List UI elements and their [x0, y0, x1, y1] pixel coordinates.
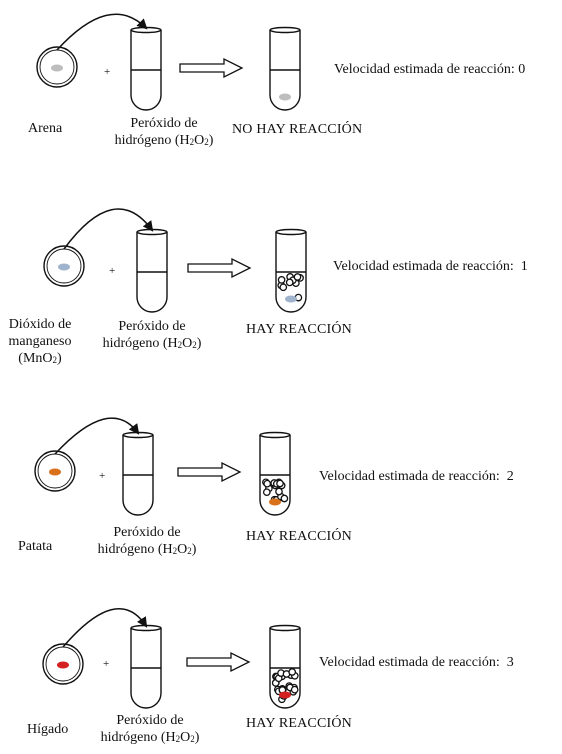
transfer-arrow [54, 417, 140, 455]
transfer-arrow [63, 208, 154, 250]
result-tube-body [269, 30, 301, 111]
bubble [285, 278, 294, 287]
plus-sign: + [99, 470, 106, 482]
result-sample-spot [269, 498, 281, 506]
reagent-label: Peróxido de hidrógeno (H2O2) [114, 116, 214, 148]
reaction-arrow [186, 651, 251, 673]
reagent-tube-rim [136, 228, 168, 236]
rate-value: 1 [520, 259, 528, 274]
plus-sign: + [104, 66, 111, 78]
rate-label: Velocidad estimada de reacción: 2 [319, 469, 514, 484]
bubble [280, 494, 289, 503]
reagent-tube-rim [122, 431, 154, 439]
bubble [275, 487, 283, 496]
bubble [262, 488, 271, 497]
bubble [277, 276, 286, 284]
result-tube-body [259, 435, 291, 516]
bubble [279, 283, 288, 292]
result-sample-spot [279, 691, 291, 699]
reagent-tube-rim [130, 624, 162, 632]
result-tube-rim [275, 228, 307, 236]
result-sample-spot [285, 295, 297, 303]
bubble [263, 479, 272, 488]
reagent-label: Peróxido de hidrógeno (H2O2) [97, 525, 197, 557]
reagent-tube-body [136, 232, 168, 313]
petri-dish-inner [46, 248, 82, 284]
bubble [293, 273, 302, 281]
transfer-arrow [62, 608, 148, 648]
reagent-tube-body [122, 435, 154, 516]
result-tube-body [275, 232, 307, 313]
substance-label: Arena [28, 121, 63, 136]
substance-label: Hígado [27, 722, 69, 737]
plus-sign: + [109, 265, 116, 277]
sample-spot [57, 661, 69, 669]
bubble [288, 668, 297, 676]
transfer-arrow [56, 13, 148, 51]
result-tube-body [269, 628, 301, 709]
result-label: HAY REACCIÓN [246, 322, 352, 337]
rate-value: 3 [506, 655, 514, 670]
reaction-arrow [179, 57, 244, 79]
sample-spot [51, 64, 63, 72]
result-sample-spot [279, 93, 291, 101]
result-tube-rim [259, 431, 291, 439]
reagent-tube-body [130, 628, 162, 709]
sample-spot [49, 468, 61, 476]
reagent-label: Peróxido de hidrógeno (H2O2) [100, 713, 200, 745]
result-tube-rim [269, 26, 301, 34]
sample-spot [58, 263, 70, 271]
plus-sign: + [103, 658, 110, 670]
result-label: NO HAY REACCIÓN [232, 122, 363, 137]
bubble [290, 685, 299, 694]
reaction-arrow [177, 461, 242, 483]
result-label: HAY REACCIÓN [246, 716, 352, 731]
rate-value: 2 [506, 469, 514, 484]
rate-value: 0 [518, 62, 526, 77]
rate-label: Velocidad estimada de reacción: 0 [334, 62, 526, 77]
rate-label: Velocidad estimada de reacción: 1 [333, 259, 528, 274]
substance-label: Dióxido de manganeso (MnO2) [8, 317, 72, 366]
reagent-tube-body [130, 30, 162, 111]
result-label: HAY REACCIÓN [246, 529, 352, 544]
reaction-arrow [187, 257, 252, 279]
bubble [276, 479, 284, 488]
rate-label: Velocidad estimada de reacción: 3 [319, 655, 514, 670]
substance-label: Patata [18, 539, 53, 554]
reagent-tube-rim [130, 26, 162, 34]
reagent-label: Peróxido de hidrógeno (H2O2) [102, 319, 202, 351]
result-tube-rim [269, 624, 301, 632]
